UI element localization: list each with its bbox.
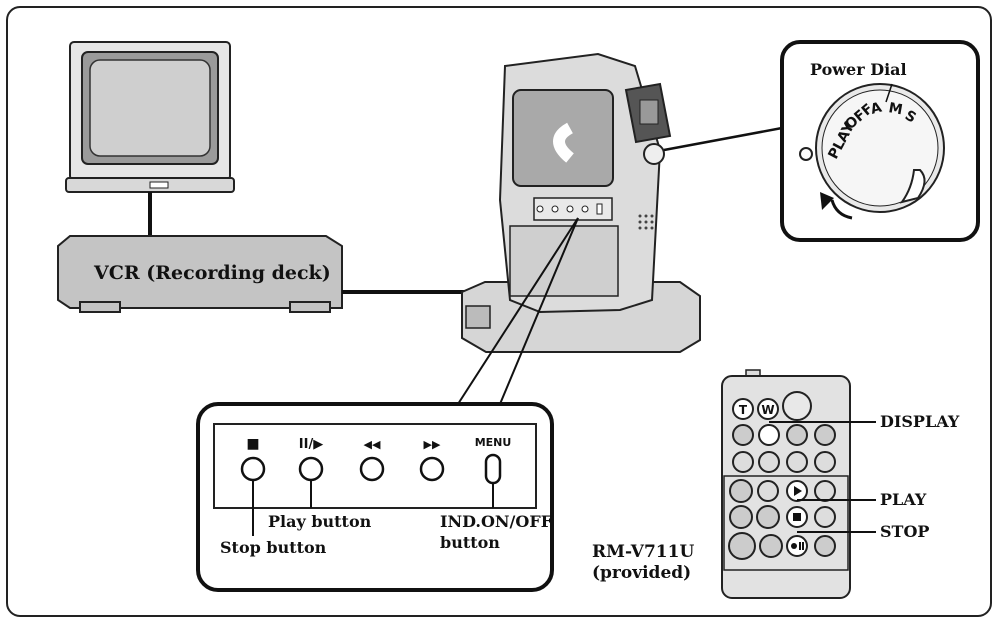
fast-forward-glyph-icon: ▶▶ xyxy=(424,438,441,451)
display-callout-label: DISPLAY xyxy=(880,412,960,431)
ind-button-label-line2: button xyxy=(440,533,500,552)
play-pause-glyph-icon: II/▶ xyxy=(299,437,323,452)
menu-button-knob xyxy=(484,453,502,485)
stop-callout-label: STOP xyxy=(880,522,930,541)
stop-glyph-icon: ■ xyxy=(246,436,259,452)
ind-button-label-line1: IND.ON/OFF xyxy=(440,512,553,531)
dial-position-a: A xyxy=(869,100,884,118)
power-dial-callout xyxy=(780,40,980,242)
zoom-line-right xyxy=(499,217,579,405)
ff-button-knob xyxy=(419,456,445,482)
remote-provided-note: (provided) xyxy=(592,563,692,583)
power-dial-title: Power Dial xyxy=(810,60,907,79)
menu-glyph-label: MENU xyxy=(475,436,512,449)
camcorder-icon xyxy=(461,52,701,353)
play-callout-label: PLAY xyxy=(880,490,927,509)
television-icon xyxy=(65,41,235,193)
vcr-deck xyxy=(57,235,343,313)
rewind-glyph-icon: ◀◀ xyxy=(364,438,381,451)
remote-t-key-label: T xyxy=(739,403,748,417)
dial-position-m: M xyxy=(887,100,904,118)
dial-zoom-line xyxy=(663,126,783,152)
play-button-label: Play button xyxy=(268,512,372,531)
remote-w-key-label: W xyxy=(761,403,774,417)
stop-button-knob xyxy=(240,456,266,482)
diagram-border xyxy=(6,6,992,617)
button-panel-callout xyxy=(196,402,554,592)
stop-button-label: Stop button xyxy=(220,538,327,557)
play-button-knob xyxy=(298,456,324,482)
zoom-line-left xyxy=(457,217,579,405)
remote-control-icon xyxy=(721,369,876,599)
rewind-button-knob xyxy=(359,456,385,482)
remote-model-label: RM-V711U xyxy=(592,542,695,562)
vcr-label: VCR (Recording deck) xyxy=(94,262,331,284)
